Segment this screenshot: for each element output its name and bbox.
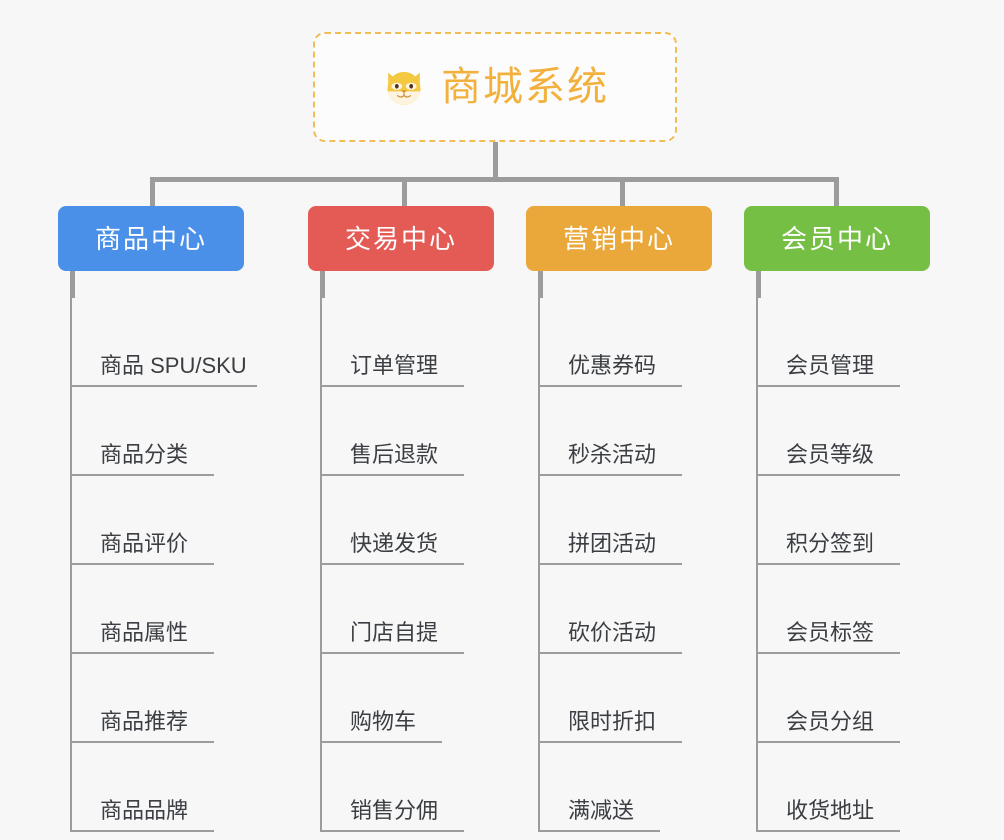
leaf-label: 限时折扣	[540, 709, 683, 743]
branch-list-2: 优惠券码 秒杀活动 拼团活动 砍价活动 限时折扣 满减送	[538, 298, 724, 832]
leaf-label: 商品品牌	[72, 798, 215, 832]
leaf-item[interactable]: 限时折扣	[540, 654, 724, 743]
leaf-item[interactable]: 会员管理	[758, 298, 942, 387]
leaf-item[interactable]: 优惠券码	[540, 298, 724, 387]
leaf-item[interactable]: 售后退款	[322, 387, 506, 476]
branch-商品中心: 商品中心 商品 SPU/SKU 商品分类 商品评价 商品属性 商品推荐 商品品牌	[58, 206, 257, 832]
branch-stub-3	[756, 271, 761, 298]
branch-list-1: 订单管理 售后退款 快递发货 门店自提 购物车 销售分佣	[320, 298, 506, 832]
leaf-item[interactable]: 会员标签	[758, 565, 942, 654]
leaf-label: 会员分组	[758, 709, 901, 743]
dog-face-icon	[387, 71, 421, 105]
leaf-label: 门店自提	[322, 620, 465, 654]
leaf-label: 积分签到	[758, 531, 901, 565]
branch-header-2[interactable]: 营销中心	[526, 206, 712, 271]
branch-交易中心: 交易中心 订单管理 售后退款 快递发货 门店自提 购物车 销售分佣	[308, 206, 494, 832]
leaf-label: 商品 SPU/SKU	[72, 353, 257, 387]
leaf-label: 售后退款	[322, 442, 465, 476]
branch-header-3[interactable]: 会员中心	[744, 206, 930, 271]
leaf-item[interactable]: 秒杀活动	[540, 387, 724, 476]
leaf-label: 订单管理	[322, 353, 465, 387]
connector-drop-3	[834, 177, 839, 207]
connector-horizontal-bus	[150, 177, 839, 182]
leaf-item[interactable]: 销售分佣	[322, 743, 506, 832]
connector-drop-1	[402, 177, 407, 207]
leaf-item[interactable]: 购物车	[322, 654, 506, 743]
leaf-item[interactable]: 商品分类	[72, 387, 256, 476]
leaf-item[interactable]: 拼团活动	[540, 476, 724, 565]
leaf-item[interactable]: 商品属性	[72, 565, 256, 654]
branch-list-0: 商品 SPU/SKU 商品分类 商品评价 商品属性 商品推荐 商品品牌	[70, 298, 257, 832]
leaf-item[interactable]: 商品推荐	[72, 654, 256, 743]
leaf-item[interactable]: 收货地址	[758, 743, 942, 832]
leaf-label: 收货地址	[758, 798, 901, 832]
leaf-label: 会员等级	[758, 442, 901, 476]
branch-会员中心: 会员中心 会员管理 会员等级 积分签到 会员标签 会员分组 收货地址	[744, 206, 930, 832]
leaf-item[interactable]: 积分签到	[758, 476, 942, 565]
leaf-item[interactable]: 会员等级	[758, 387, 942, 476]
leaf-item[interactable]: 快递发货	[322, 476, 506, 565]
leaf-label: 商品分类	[72, 442, 215, 476]
leaf-label: 购物车	[322, 709, 443, 743]
leaf-label: 快递发货	[322, 531, 465, 565]
leaf-label: 会员标签	[758, 620, 901, 654]
leaf-label: 满减送	[540, 798, 661, 832]
root-title: 商城系统	[441, 65, 609, 109]
leaf-item[interactable]: 门店自提	[322, 565, 506, 654]
leaf-item[interactable]: 商品品牌	[72, 743, 256, 832]
leaf-label: 商品属性	[72, 620, 215, 654]
leaf-item[interactable]: 会员分组	[758, 654, 942, 743]
leaf-label: 销售分佣	[322, 798, 465, 832]
leaf-label: 优惠券码	[540, 353, 683, 387]
leaf-item[interactable]: 商品评价	[72, 476, 256, 565]
leaf-label: 商品推荐	[72, 709, 215, 743]
branch-stub-1	[320, 271, 325, 298]
root-node-商城系统[interactable]: 商城系统	[313, 32, 677, 142]
branch-header-0[interactable]: 商品中心	[58, 206, 244, 271]
leaf-item[interactable]: 商品 SPU/SKU	[72, 298, 257, 387]
leaf-label: 会员管理	[758, 353, 901, 387]
branch-header-1[interactable]: 交易中心	[308, 206, 494, 271]
leaf-label: 秒杀活动	[540, 442, 683, 476]
leaf-label: 拼团活动	[540, 531, 683, 565]
branch-stub-0	[70, 271, 75, 298]
branch-营销中心: 营销中心 优惠券码 秒杀活动 拼团活动 砍价活动 限时折扣 满减送	[526, 206, 712, 832]
leaf-item[interactable]: 满减送	[540, 743, 724, 832]
leaf-item[interactable]: 订单管理	[322, 298, 506, 387]
leaf-label: 砍价活动	[540, 620, 683, 654]
connector-root-stem	[493, 142, 498, 180]
connector-drop-2	[620, 177, 625, 207]
leaf-label: 商品评价	[72, 531, 215, 565]
branch-stub-2	[538, 271, 543, 298]
connector-drop-0	[150, 177, 155, 207]
leaf-item[interactable]: 砍价活动	[540, 565, 724, 654]
branch-list-3: 会员管理 会员等级 积分签到 会员标签 会员分组 收货地址	[756, 298, 942, 832]
